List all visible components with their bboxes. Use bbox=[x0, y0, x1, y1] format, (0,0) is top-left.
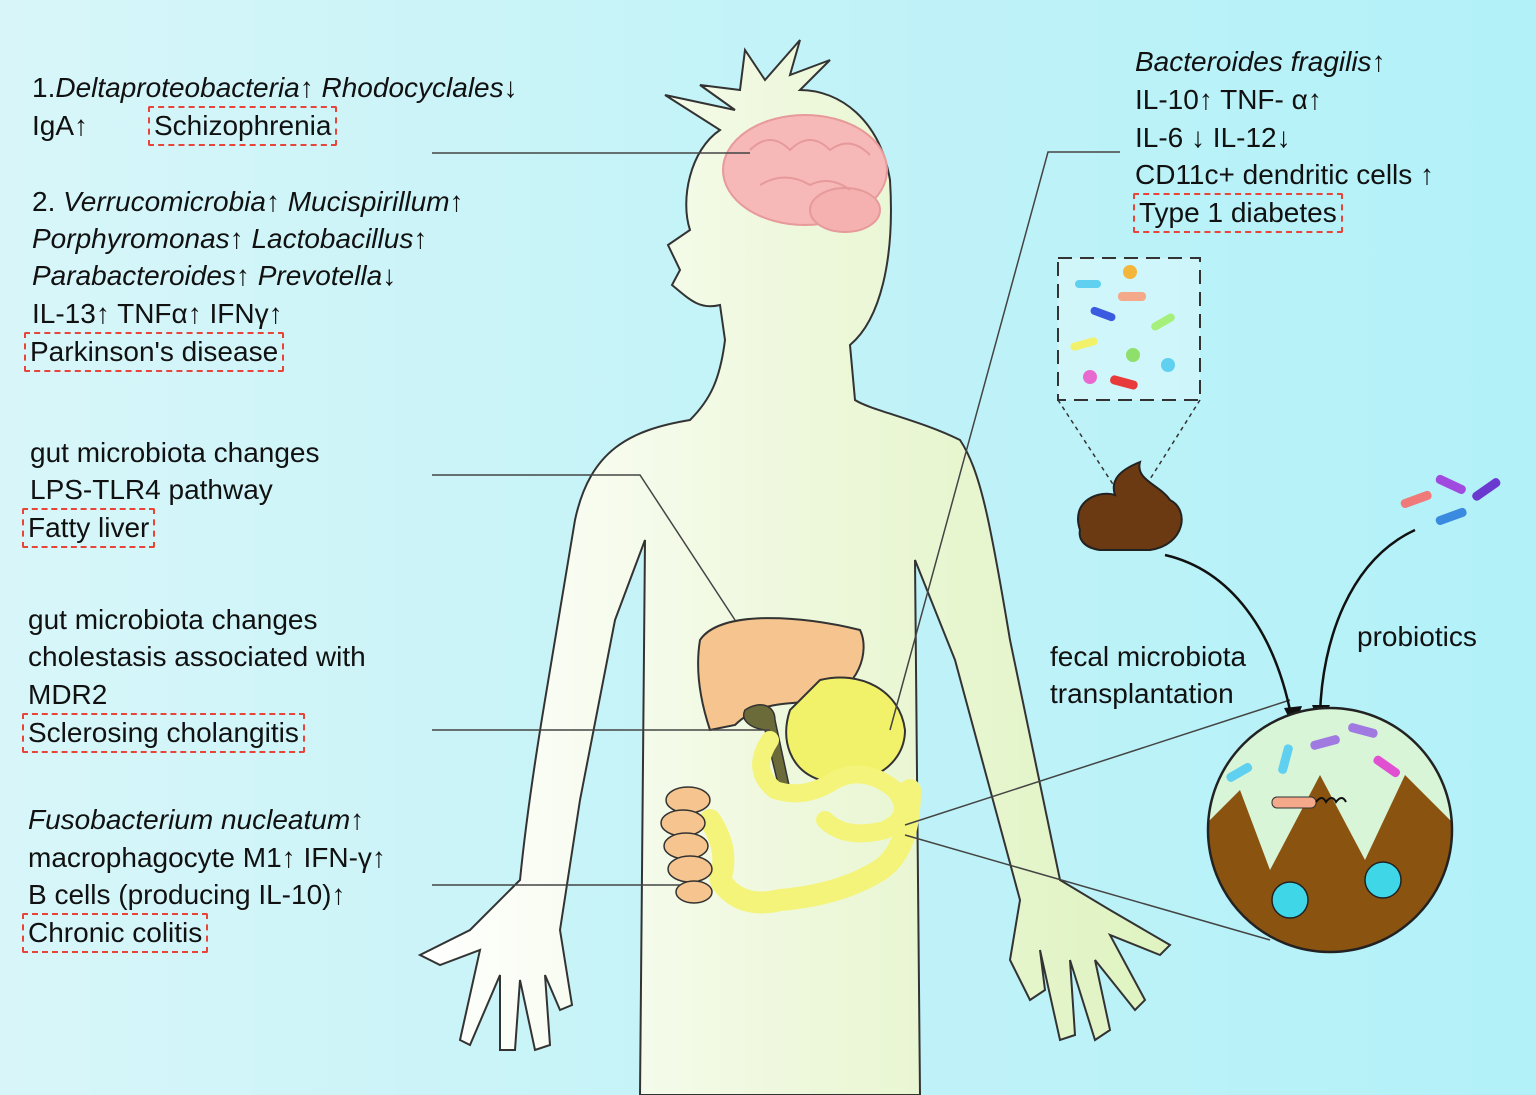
fmt-label-line2: transplantation bbox=[1050, 678, 1234, 709]
cholangitis-line1: gut microbiota changes bbox=[28, 604, 318, 635]
fatty-liver-line1: gut microbiota changes bbox=[30, 437, 320, 468]
diabetes-line4: CD11c+ dendritic cells ↑ bbox=[1135, 159, 1435, 190]
colon-segments-icon bbox=[660, 786, 713, 904]
fatty-liver-line2: LPS-TLR4 pathway bbox=[30, 474, 273, 505]
disease-label-schizophrenia: Schizophrenia bbox=[148, 106, 338, 146]
stool-sample-icon bbox=[1057, 257, 1201, 551]
small-intestine-icon bbox=[752, 731, 912, 843]
colitis-microbe: Fusobacterium nucleatum↑ bbox=[28, 804, 365, 835]
leader-lines bbox=[432, 151, 1291, 941]
schizophrenia-marker: IgA↑ bbox=[32, 110, 89, 141]
disease-label-fatty-liver: Fatty liver bbox=[22, 508, 156, 548]
diabetes-line3: IL-6 ↓ IL-12↓ bbox=[1135, 122, 1291, 153]
brain-icon bbox=[722, 114, 888, 233]
disease-label-diabetes: Type 1 diabetes bbox=[1133, 193, 1343, 233]
disease-label-parkinsons: Parkinson's disease bbox=[24, 332, 285, 372]
large-intestine-icon bbox=[699, 779, 921, 914]
parkinsons-microbes-1: 2. Verrucomicrobia↑ Mucispirillum↑ bbox=[32, 186, 464, 217]
fmt-label-line1: fecal microbiota bbox=[1050, 641, 1247, 672]
human-body-silhouette bbox=[417, 39, 1172, 1095]
diabetes-microbe: Bacteroides fragilis↑ bbox=[1135, 46, 1386, 77]
schizophrenia-microbes: 1.Deltaproteobacteria↑ Rhodocyclales↓ bbox=[32, 72, 518, 103]
therapy-arrows bbox=[1164, 528, 1416, 721]
gut-lumen-icon bbox=[1206, 706, 1454, 954]
parkinsons-microbes-3: Parabacteroides↑ Prevotella↓ bbox=[32, 260, 397, 291]
cholangitis-line2: cholestasis associated with bbox=[28, 641, 366, 672]
parkinsons-microbes-2: Porphyromonas↑ Lactobacillus↑ bbox=[32, 223, 428, 254]
diabetes-line2: IL-10↑ TNF- α↑ bbox=[1135, 84, 1322, 115]
disease-label-cholangitis: Sclerosing cholangitis bbox=[22, 713, 305, 753]
colitis-line2: macrophagocyte M1↑ IFN-γ↑ bbox=[28, 842, 386, 873]
probiotics-bacteria-icon bbox=[1400, 474, 1501, 526]
disease-label-colitis: Chronic colitis bbox=[22, 913, 209, 953]
colitis-line3: B cells (producing IL-10)↑ bbox=[28, 879, 346, 910]
parkinsons-cytokines: IL-13↑ TNFα↑ IFNγ↑ bbox=[32, 298, 283, 329]
probiotics-label: probiotics bbox=[1357, 621, 1477, 652]
cholangitis-line3: MDR2 bbox=[28, 679, 108, 710]
